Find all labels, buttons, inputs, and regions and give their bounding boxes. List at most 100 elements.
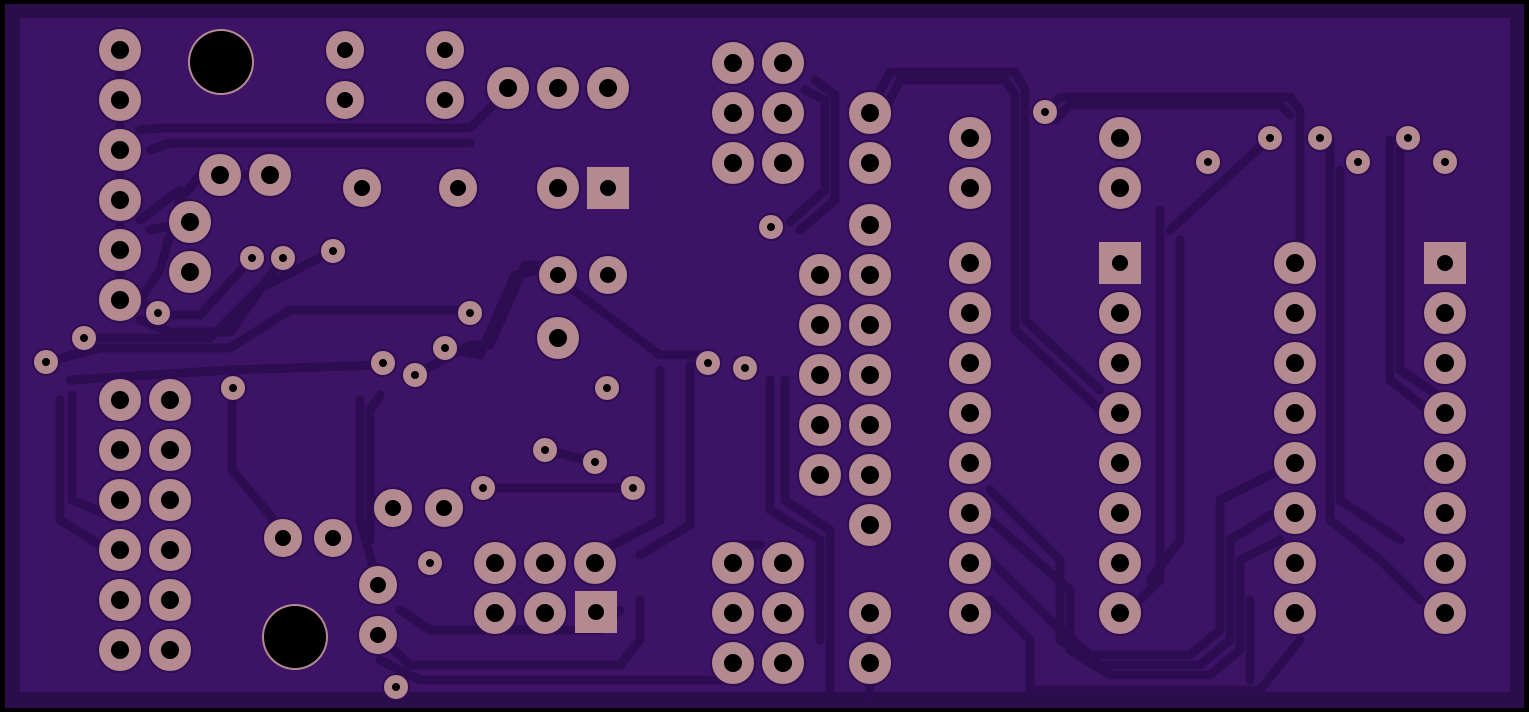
round-pad-drill-47	[536, 604, 554, 622]
round-pad-drill-100	[1286, 404, 1304, 422]
round-pad-drill-54	[774, 154, 792, 172]
round-pad-drill-19	[337, 42, 353, 58]
round-pad-drill-82	[961, 404, 979, 422]
round-pad-drill-30	[354, 180, 370, 196]
trace-21	[635, 360, 695, 560]
round-pad-drill-57	[724, 654, 742, 672]
round-pad-drill-70	[861, 316, 879, 334]
round-pad-drill-23	[499, 79, 517, 97]
round-pad-drill-28	[181, 213, 199, 231]
round-pad-drill-13	[161, 391, 179, 409]
via-drill-127	[479, 484, 487, 492]
round-pad-drill-59	[774, 604, 792, 622]
round-pad-drill-62	[811, 316, 829, 334]
round-pad-drill-21	[437, 42, 453, 58]
mount-hole-2	[264, 606, 326, 668]
round-pad-drill-80	[961, 304, 979, 322]
round-pad-drill-26	[211, 166, 229, 184]
round-pad-drill-96	[1111, 604, 1129, 622]
via-drill-115	[154, 309, 162, 317]
round-pad-drill-55	[724, 554, 742, 572]
trace-43	[985, 485, 1275, 670]
round-pad-drill-1	[111, 41, 129, 59]
round-pad-drill-22	[437, 92, 453, 108]
round-pad-drill-49	[724, 54, 742, 72]
round-pad-drill-5	[111, 241, 129, 259]
square-pad-drill-105	[1437, 255, 1453, 271]
trace-42	[1395, 145, 1450, 405]
round-pad-drill-65	[811, 466, 829, 484]
pad-layer	[32, 27, 1468, 701]
trace-30	[785, 85, 830, 227]
round-pad-drill-27	[261, 166, 279, 184]
round-pad-drill-14	[161, 441, 179, 459]
round-pad-drill-50	[724, 104, 742, 122]
via-drill-119	[329, 247, 337, 255]
round-pad-drill-53	[774, 104, 792, 122]
round-pad-drill-58	[774, 554, 792, 572]
round-pad-drill-73	[861, 466, 879, 484]
trace-39	[1325, 135, 1425, 605]
via-drill-114	[80, 334, 88, 342]
round-pad-drill-24	[549, 79, 567, 97]
round-pad-drill-103	[1286, 554, 1304, 572]
via-drill-117	[248, 254, 256, 262]
via-drill-130	[392, 683, 400, 691]
trace-16	[365, 390, 385, 545]
trace-34	[1040, 92, 1305, 255]
round-pad-drill-17	[161, 591, 179, 609]
round-pad-drill-108	[1436, 404, 1454, 422]
round-pad-drill-31	[450, 180, 466, 196]
via-drill-137	[1316, 134, 1324, 142]
round-pad-drill-84	[961, 504, 979, 522]
round-pad-drill-99	[1286, 354, 1304, 372]
trace-9	[80, 246, 338, 343]
round-pad-drill-81	[961, 354, 979, 372]
round-pad-drill-74	[861, 516, 879, 534]
via-drill-139	[1404, 134, 1412, 142]
trace-45	[985, 465, 1285, 660]
trace-36	[1135, 205, 1165, 605]
via-drill-113	[42, 358, 50, 366]
round-pad-drill-8	[111, 441, 129, 459]
trace-5	[135, 185, 185, 225]
round-pad-drill-35	[600, 267, 616, 283]
round-pad-drill-6	[111, 291, 129, 309]
round-pad-drill-51	[724, 154, 742, 172]
square-pad-drill-89	[1112, 255, 1128, 271]
round-pad-drill-101	[1286, 454, 1304, 472]
trace-38	[1145, 235, 1185, 585]
trace-3	[145, 138, 475, 155]
trace-18	[440, 265, 545, 360]
round-pad-drill-71	[861, 366, 879, 384]
round-pad-drill-15	[161, 491, 179, 509]
round-pad-drill-38	[436, 500, 452, 516]
round-pad-drill-76	[861, 654, 879, 672]
via-drill-123	[441, 344, 449, 352]
trace-15	[355, 395, 383, 590]
round-pad-drill-32	[549, 179, 567, 197]
round-pad-drill-52	[774, 54, 792, 72]
round-pad-drill-92	[1111, 404, 1129, 422]
round-pad-drill-43	[486, 554, 504, 572]
round-pad-drill-85	[961, 554, 979, 572]
round-pad-drill-110	[1436, 504, 1454, 522]
round-pad-drill-75	[861, 604, 879, 622]
round-pad-drill-29	[181, 263, 199, 281]
round-pad-drill-20	[337, 92, 353, 108]
round-pad-drill-25	[599, 79, 617, 97]
round-pad-drill-39	[275, 530, 291, 546]
round-pad-drill-40	[325, 530, 341, 546]
round-pad-drill-60	[774, 654, 792, 672]
trace-33	[875, 75, 1105, 415]
round-pad-drill-97	[1286, 254, 1304, 272]
round-pad-drill-86	[961, 604, 979, 622]
trace-20	[595, 365, 665, 557]
round-pad-drill-63	[811, 366, 829, 384]
round-pad-drill-10	[111, 541, 129, 559]
round-pad-drill-61	[811, 266, 829, 284]
round-pad-drill-4	[111, 191, 129, 209]
via-drill-133	[767, 223, 775, 231]
trace-19	[555, 275, 705, 360]
